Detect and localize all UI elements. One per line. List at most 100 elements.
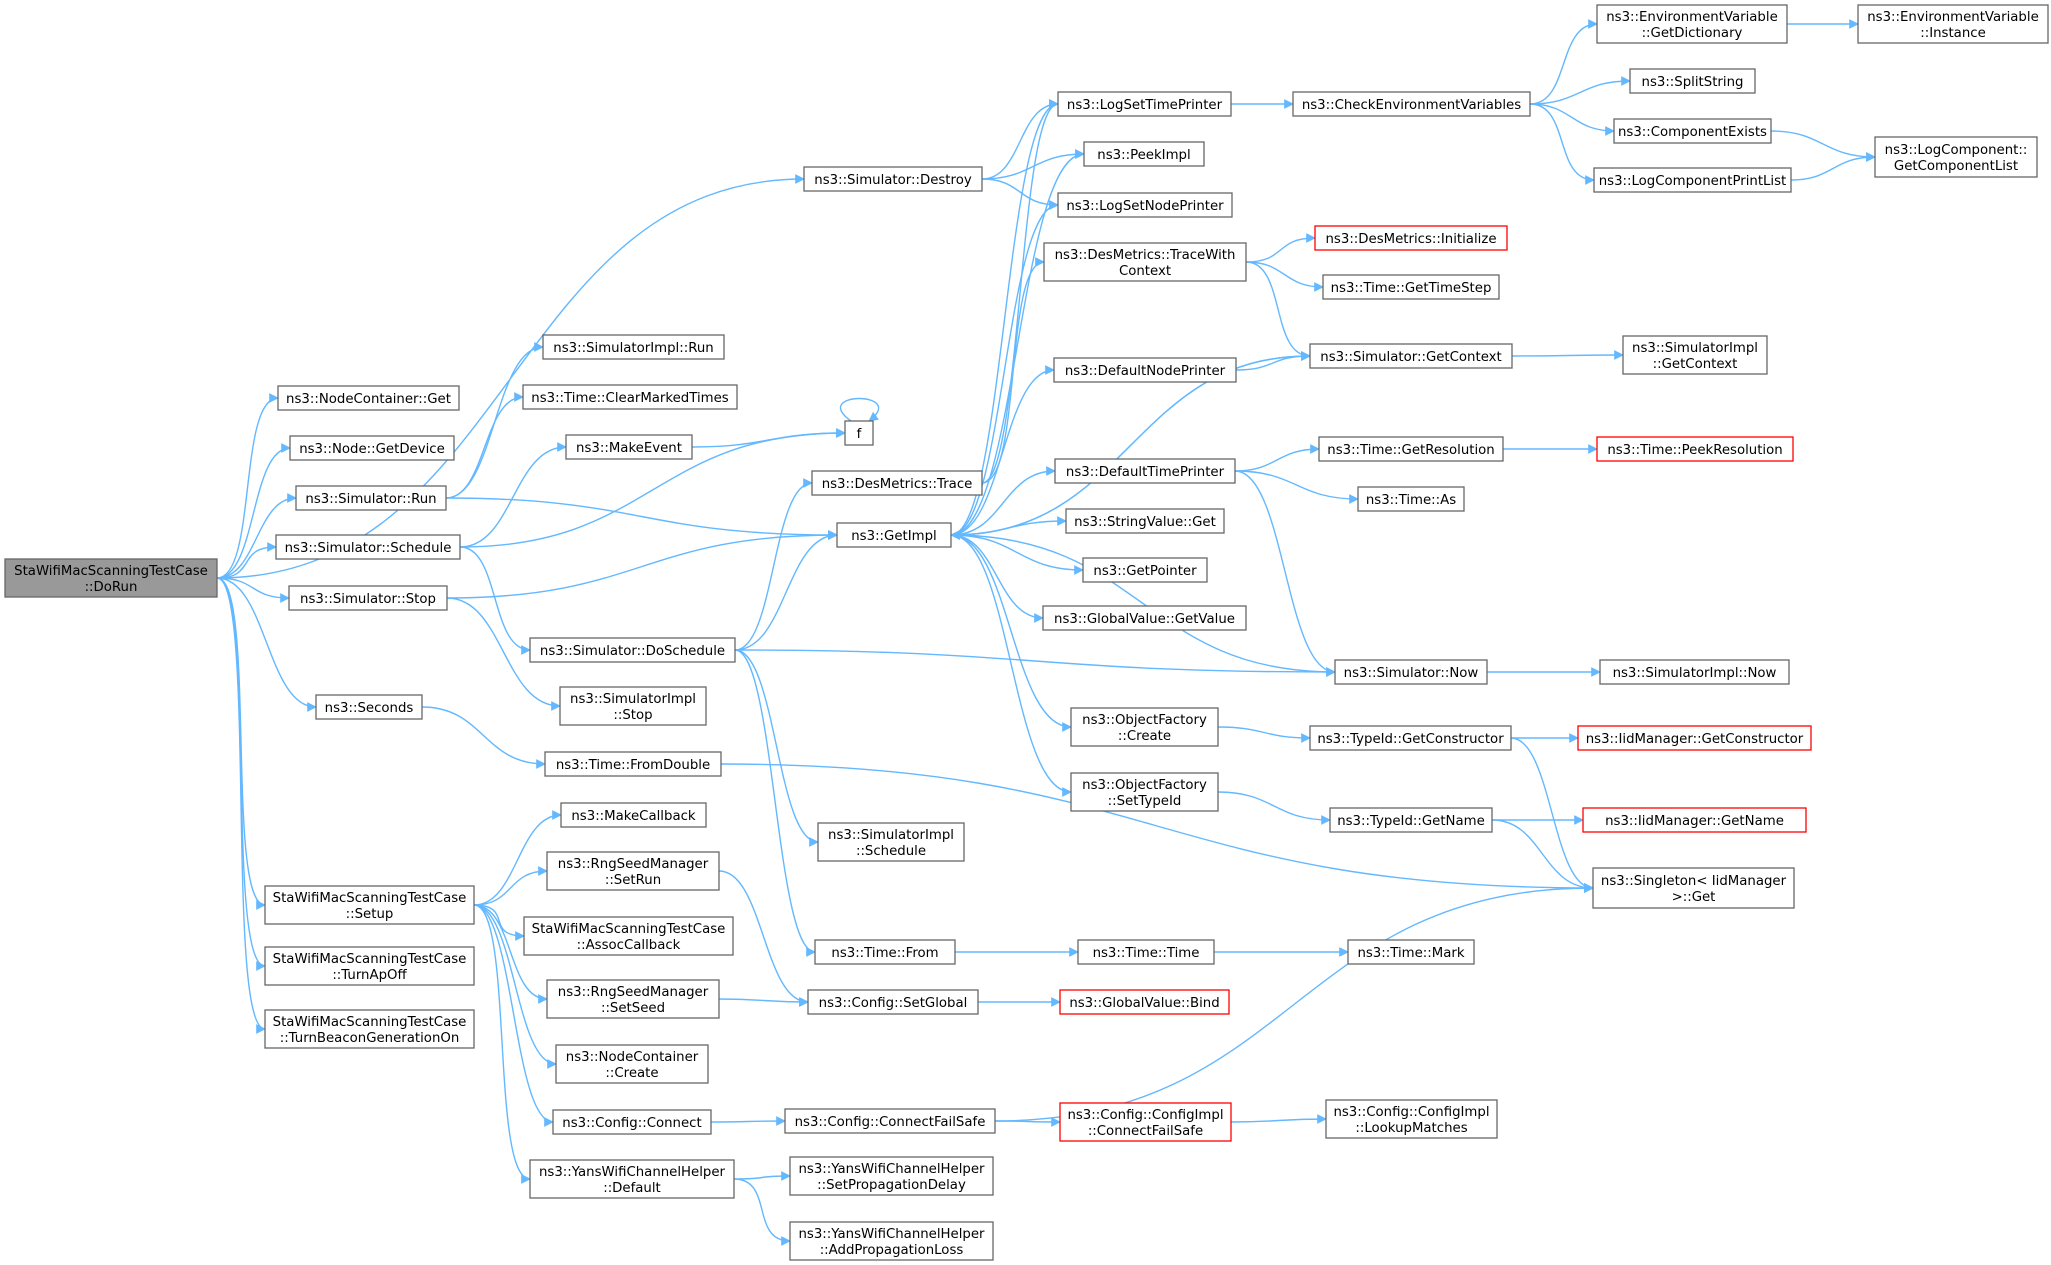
node-label: ::LookupMatches <box>1355 1121 1467 1136</box>
edge-setup-to-nc-create <box>473 904 557 1069</box>
graph-node-config-connect[interactable]: ns3::Config::Connect <box>552 1109 712 1135</box>
graph-node-checkenv[interactable]: ns3::CheckEnvironmentVariables <box>1292 91 1531 117</box>
node-box <box>546 851 720 891</box>
graph-node-globalvalue-bind[interactable]: ns3::GlobalValue::Bind <box>1059 989 1230 1015</box>
graph-node-envvar-getdict[interactable]: ns3::EnvironmentVariable::GetDictionary <box>1596 4 1788 44</box>
edge-rng-setrun-to-config-setglobal <box>718 870 809 1007</box>
edge-fromdouble-to-singleton-get <box>720 763 1594 893</box>
graph-node-assoccallback[interactable]: StaWifiMacScanningTestCase::AssocCallbac… <box>523 916 734 956</box>
node-label: ns3::ObjectFactory <box>1082 778 1207 793</box>
edge-getimpl-to-of-create <box>950 534 1072 732</box>
node-box <box>4 558 218 598</box>
edge-destroy-to-logsettimeprinter <box>981 99 1059 180</box>
graph-node-makecallback[interactable]: ns3::MakeCallback <box>560 802 707 828</box>
graph-node-iid-getname[interactable]: ns3::IidManager::GetName <box>1582 807 1807 833</box>
node-box <box>315 694 423 720</box>
node-box <box>1057 91 1232 117</box>
graph-node-typeid-getname[interactable]: ns3::TypeId::GetName <box>1329 807 1493 833</box>
graph-node-time-mark[interactable]: ns3::Time::Mark <box>1347 939 1475 965</box>
graph-node-defaultnodeprinter[interactable]: ns3::DefaultNodePrinter <box>1053 357 1237 383</box>
graph-node-stringvalue-get[interactable]: ns3::StringValue::Get <box>1065 508 1225 534</box>
graph-node-yans-addloss[interactable]: ns3::YansWifiChannelHelper::AddPropagati… <box>789 1221 994 1261</box>
graph-node-simimpl-now[interactable]: ns3::SimulatorImpl::Now <box>1599 659 1790 685</box>
node-box <box>1596 436 1794 462</box>
graph-node-logcomponentprintlist[interactable]: ns3::LogComponentPrintList <box>1593 167 1792 193</box>
graph-node-time-gettimestep[interactable]: ns3::Time::GetTimeStep <box>1322 274 1500 300</box>
graph-node-turnbeacon[interactable]: StaWifiMacScanningTestCase::TurnBeaconGe… <box>264 1009 475 1049</box>
node-label: ::AssocCallback <box>577 938 681 953</box>
graph-node-turnapoff[interactable]: StaWifiMacScanningTestCase::TurnApOff <box>264 946 475 986</box>
graph-node-time-time[interactable]: ns3::Time::Time <box>1077 939 1215 965</box>
node-box <box>1874 136 2038 178</box>
graph-node-seconds[interactable]: ns3::Seconds <box>315 694 423 720</box>
graph-node-node-getdevice[interactable]: ns3::Node::GetDevice <box>289 435 455 461</box>
graph-node-simimpl-getcontext[interactable]: ns3::SimulatorImpl::GetContext <box>1622 335 1768 375</box>
graph-node-sim-run[interactable]: ns3::Simulator::Run <box>295 485 447 511</box>
graph-node-globalvalue-getvalue[interactable]: ns3::GlobalValue::GetValue <box>1042 605 1247 631</box>
graph-node-simimpl-stop[interactable]: ns3::SimulatorImpl::Stop <box>559 686 707 726</box>
graph-node-getimpl[interactable]: ns3::GetImpl <box>836 522 952 548</box>
graph-node-simimpl-run[interactable]: ns3::SimulatorImpl::Run <box>542 334 725 360</box>
graph-node-peekimpl[interactable]: ns3::PeekImpl <box>1083 141 1205 167</box>
graph-node-f[interactable]: f <box>844 420 874 446</box>
node-box <box>1309 343 1513 369</box>
node-label: ns3::GlobalValue::Bind <box>1069 996 1219 1011</box>
graph-node-yans-setprop[interactable]: ns3::YansWifiChannelHelper::SetPropagati… <box>789 1156 994 1196</box>
graph-node-sim-stop[interactable]: ns3::Simulator::Stop <box>288 585 448 611</box>
graph-node-rng-setrun[interactable]: ns3::RngSeedManager::SetRun <box>546 851 720 891</box>
graph-node-defaulttimeprinter[interactable]: ns3::DefaultTimePrinter <box>1054 458 1236 484</box>
graph-node-desmetrics-trace[interactable]: ns3::DesMetrics::Trace <box>811 470 983 496</box>
graph-node-componentexists[interactable]: ns3::ComponentExists <box>1613 118 1772 144</box>
node-box <box>529 637 736 663</box>
node-box <box>275 534 461 560</box>
graph-node-config-connectfailsafe[interactable]: ns3::Config::ConnectFailSafe <box>784 1108 996 1134</box>
graph-node-of-create[interactable]: ns3::ObjectFactory::Create <box>1070 707 1219 747</box>
node-box <box>803 166 983 192</box>
edge-doschedule-to-time-from <box>734 649 816 957</box>
graph-node-singleton-get[interactable]: ns3::Singleton< IidManager >::Get <box>1592 867 1795 909</box>
graph-node-config-setglobal[interactable]: ns3::Config::SetGlobal <box>807 989 979 1015</box>
graph-node-logsettimeprinter[interactable]: ns3::LogSetTimePrinter <box>1057 91 1232 117</box>
node-box <box>1622 335 1768 375</box>
graph-node-sim-schedule[interactable]: ns3::Simulator::Schedule <box>275 534 461 560</box>
graph-node-desmetrics-initialize[interactable]: ns3::DesMetrics::Initialize <box>1314 225 1508 251</box>
graph-node-time-peekresolution[interactable]: ns3::Time::PeekResolution <box>1596 436 1794 462</box>
graph-node-logsetnodeprinter[interactable]: ns3::LogSetNodePrinter <box>1057 192 1233 218</box>
graph-node-nc-create[interactable]: ns3::NodeContainer::Create <box>555 1044 709 1084</box>
graph-node-time-from[interactable]: ns3::Time::From <box>814 939 956 965</box>
graph-node-nodecontainer-get[interactable]: ns3::NodeContainer::Get <box>277 385 460 411</box>
node-label: ns3::LogSetNodePrinter <box>1066 199 1224 214</box>
edge-root-to-nodecontainer-get <box>216 393 279 579</box>
graph-node-sim-now[interactable]: ns3::Simulator::Now <box>1334 659 1488 685</box>
graph-node-rng-setseed[interactable]: ns3::RngSeedManager::SetSeed <box>546 979 720 1019</box>
graph-node-logcomponent-getlist[interactable]: ns3::LogComponent::GetComponentList <box>1874 136 2038 178</box>
graph-node-iid-getconstructor[interactable]: ns3::IidManager::GetConstructor <box>1577 725 1812 751</box>
graph-node-of-settypeid[interactable]: ns3::ObjectFactory::SetTypeId <box>1070 772 1219 812</box>
node-box <box>560 802 707 828</box>
graph-node-typeid-getconstructor[interactable]: ns3::TypeId::GetConstructor <box>1309 725 1512 751</box>
node-box <box>1065 508 1225 534</box>
graph-node-simimpl-schedule[interactable]: ns3::SimulatorImpl::Schedule <box>817 822 965 862</box>
node-label: ns3::Seconds <box>325 701 414 716</box>
edge-sim-run-to-clearmarked <box>445 392 524 499</box>
graph-node-makeevent[interactable]: ns3::MakeEvent <box>565 434 693 460</box>
graph-node-envvar-instance[interactable]: ns3::EnvironmentVariable::Instance <box>1857 4 2049 44</box>
node-label: ::SetTypeId <box>1108 794 1182 809</box>
graph-node-splitstring[interactable]: ns3::SplitString <box>1629 68 1756 94</box>
graph-node-configimpl-lookup[interactable]: ns3::Config::ConfigImpl::LookupMatches <box>1325 1099 1498 1139</box>
graph-node-fromdouble[interactable]: ns3::Time::FromDouble <box>544 751 722 777</box>
graph-node-time-as[interactable]: ns3::Time::As <box>1357 486 1465 512</box>
graph-node-configimpl-connectfailsafe[interactable]: ns3::Config::ConfigImpl::ConnectFailSafe <box>1059 1102 1232 1142</box>
graph-node-doschedule[interactable]: ns3::Simulator::DoSchedule <box>529 637 736 663</box>
graph-node-getpointer[interactable]: ns3::GetPointer <box>1082 557 1208 583</box>
graph-node-sim-getcontext[interactable]: ns3::Simulator::GetContext <box>1309 343 1513 369</box>
graph-node-yans-default[interactable]: ns3::YansWifiChannelHelper::Default <box>529 1159 735 1199</box>
graph-node-destroy[interactable]: ns3::Simulator::Destroy <box>803 166 983 192</box>
node-label: ns3::Config::ConfigImpl <box>1333 1105 1489 1120</box>
graph-node-time-getresolution[interactable]: ns3::Time::GetResolution <box>1318 436 1504 462</box>
graph-node-setup[interactable]: StaWifiMacScanningTestCase::Setup <box>264 885 475 925</box>
graph-node-root[interactable]: StaWifiMacScanningTestCase::DoRun <box>4 558 218 598</box>
graph-node-clearmarked[interactable]: ns3::Time::ClearMarkedTimes <box>522 384 738 410</box>
node-box <box>1593 167 1792 193</box>
